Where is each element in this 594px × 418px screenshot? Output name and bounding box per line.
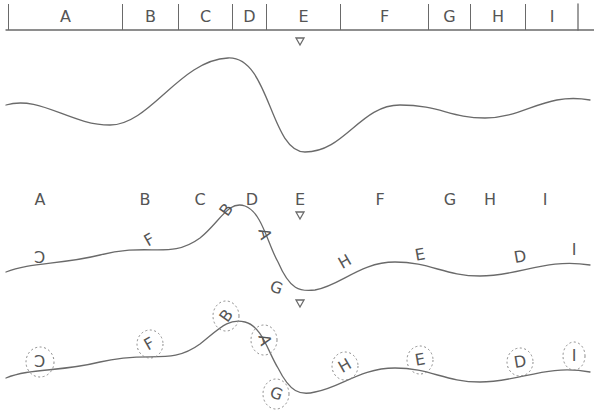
- cell-letter: H: [492, 9, 504, 25]
- cell-letter: C: [200, 9, 211, 25]
- strip-cell: C: [178, 4, 232, 30]
- dotted-loop: [137, 330, 163, 358]
- letter-label: D: [513, 353, 528, 371]
- dotted-loop: [507, 348, 533, 376]
- letter-label: E: [414, 246, 427, 264]
- letter-label: E: [295, 192, 305, 208]
- cell-letter: F: [380, 9, 389, 25]
- strip-bar: [577, 4, 578, 30]
- dotted-loop: [563, 342, 585, 370]
- strip-cell: F: [340, 4, 428, 30]
- cell-letter: I: [550, 9, 555, 25]
- dotted-loop: [26, 347, 54, 377]
- dotted-loop: [251, 325, 277, 355]
- letter-label: B: [216, 201, 235, 219]
- letter-label: B: [216, 307, 235, 325]
- letter-label: C: [34, 354, 45, 370]
- letter-label: H: [336, 356, 354, 376]
- strip-line: [6, 29, 594, 30]
- dotted-loop: [407, 346, 433, 374]
- letter-label: B: [140, 192, 151, 208]
- dotted-loop: [263, 379, 289, 409]
- letter-label: A: [35, 192, 46, 208]
- letter-label: I: [572, 242, 577, 258]
- letter-label: F: [375, 192, 384, 208]
- letter-label: E: [414, 351, 427, 369]
- letter-label: G: [267, 278, 284, 297]
- down-arrow: [296, 212, 304, 219]
- cell-letter: D: [243, 9, 255, 25]
- letter-label: D: [246, 192, 258, 208]
- letter-label: H: [336, 252, 354, 272]
- letter-label: G: [444, 192, 456, 208]
- dotted-loop: [213, 301, 239, 331]
- cell-letter: E: [298, 9, 308, 25]
- letter-label: A: [255, 333, 273, 348]
- letter-label: G: [267, 384, 284, 403]
- strip-cell: H: [470, 4, 525, 30]
- dotted-loop: [332, 352, 358, 380]
- letter-label: I: [543, 192, 548, 208]
- cell-letter: B: [145, 9, 156, 25]
- letter-label: C: [34, 250, 45, 266]
- down-arrow: [296, 300, 304, 307]
- strip-cell: G: [428, 4, 470, 30]
- wave-line: [6, 321, 590, 393]
- letter-label: A: [255, 227, 273, 242]
- letter-label: F: [142, 335, 158, 353]
- letter-label: C: [194, 192, 205, 208]
- strip-cell: I: [525, 4, 578, 30]
- wave-line: [6, 205, 590, 291]
- strip-cell: B: [122, 4, 178, 30]
- letter-label: D: [513, 248, 528, 266]
- strip-cell: A: [8, 4, 122, 30]
- cell-letter: A: [60, 9, 71, 25]
- strip-cell: E: [266, 4, 340, 30]
- letter-label: H: [484, 192, 496, 208]
- letter-label: I: [572, 348, 577, 364]
- wave-line: [6, 58, 590, 152]
- letter-label: F: [142, 231, 158, 249]
- cell-letter: G: [443, 9, 455, 25]
- down-arrow: [296, 38, 304, 45]
- strip-cell: D: [232, 4, 266, 30]
